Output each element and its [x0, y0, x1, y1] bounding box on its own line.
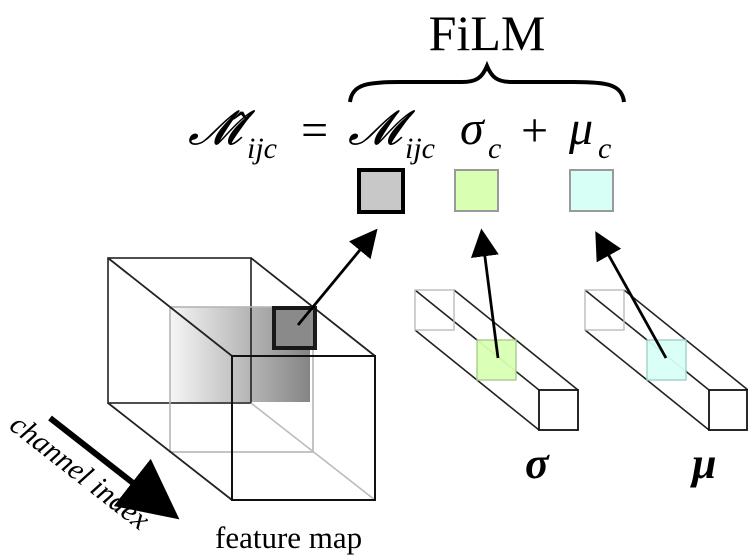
sigma-label: σ [525, 439, 550, 488]
cube-mid-slice [169, 306, 314, 453]
lhs-m-hat: 𝓜̂ [188, 102, 256, 155]
cube-front-face [231, 355, 376, 501]
sigma-square [454, 169, 499, 212]
cube-edge-bottom-left [107, 402, 233, 501]
arrow-sigma [470, 228, 500, 359]
mu-bar-back [584, 289, 625, 331]
film-title: FiLM [429, 5, 546, 61]
lhs-subscript: ijc [247, 132, 277, 165]
sigma-bar-back [414, 289, 455, 331]
sigma-bar-front [538, 389, 579, 431]
mu-cell [646, 339, 687, 381]
brace [348, 60, 626, 103]
arrow-mu [595, 231, 668, 359]
m-subscript: ijc [405, 132, 435, 165]
mu-symbol: μ [568, 102, 593, 155]
mu-subscript: c [598, 132, 611, 165]
mu-bar-front [708, 389, 748, 431]
feature-map-label: feature map [215, 520, 362, 555]
sigma-subscript: c [488, 132, 501, 165]
equation: 𝓜̂ ijc = 𝓜 ijc σ c + μ c [188, 102, 611, 165]
mu-label: μ [690, 439, 716, 488]
cube-edge-top-left [107, 257, 233, 357]
cube-back-face [107, 257, 252, 404]
sigma-bar [414, 289, 579, 431]
mu-bar [584, 289, 748, 431]
feature-square [357, 168, 405, 214]
mu-square [569, 169, 614, 212]
channel-index-label: channel index [4, 408, 157, 538]
feature-map-cube [107, 257, 376, 501]
equals-sign: = [298, 104, 330, 157]
arrow-feature [296, 228, 378, 326]
sigma-symbol: σ [460, 102, 486, 155]
channel-index-arrow [48, 415, 180, 520]
cube-edge-bottom-right [250, 402, 376, 501]
plus-sign: + [518, 104, 550, 157]
